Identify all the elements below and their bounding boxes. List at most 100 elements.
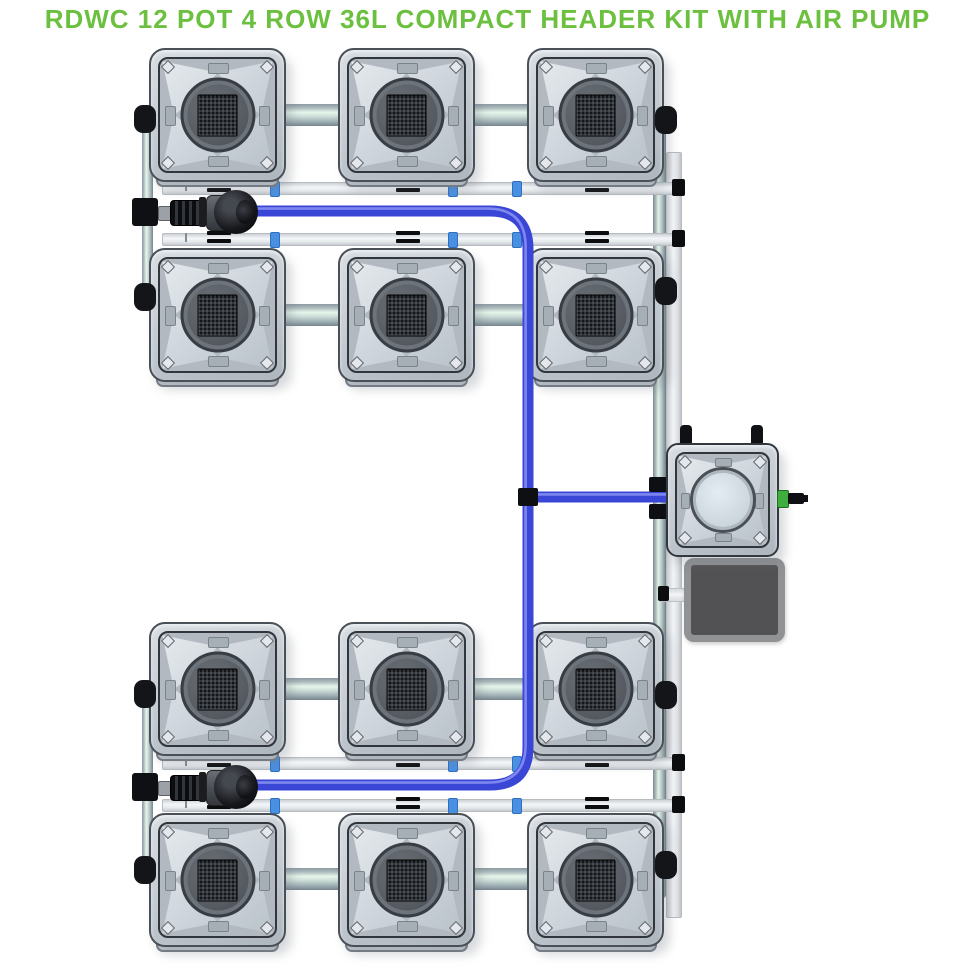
pot-lid bbox=[158, 57, 277, 173]
pot-port bbox=[655, 681, 677, 709]
tube-tee-connector bbox=[518, 488, 538, 506]
pipe-connector-blue bbox=[512, 181, 522, 197]
pot-interconnect-pipe bbox=[471, 678, 531, 700]
net-pot bbox=[558, 77, 633, 153]
net-pot-mesh bbox=[197, 293, 238, 337]
pump-threaded-fitting bbox=[170, 200, 202, 226]
pot-port bbox=[655, 851, 677, 879]
pot-lid bbox=[536, 257, 655, 373]
lid-tab bbox=[208, 155, 229, 167]
lid-tab bbox=[542, 306, 554, 326]
lid-tab bbox=[353, 680, 365, 700]
air-pump-pipe-clip bbox=[658, 586, 669, 601]
lid-tab bbox=[586, 155, 607, 167]
pipe-clip bbox=[585, 797, 609, 813]
net-pot-mesh bbox=[386, 667, 427, 711]
pot-lid bbox=[536, 57, 655, 173]
net-pot-mesh bbox=[386, 293, 427, 337]
pipe-clip bbox=[207, 231, 231, 247]
net-pot bbox=[180, 842, 255, 918]
lid-tab bbox=[448, 106, 460, 126]
pot-lid bbox=[347, 631, 466, 747]
water-pump bbox=[128, 765, 268, 813]
grow-pot bbox=[527, 48, 664, 187]
pump-inlet-connector bbox=[132, 198, 158, 226]
lid-tab bbox=[164, 306, 176, 326]
grow-pot bbox=[527, 248, 664, 387]
grow-pot bbox=[149, 813, 286, 952]
lid-tab bbox=[208, 263, 229, 275]
net-pot-mesh bbox=[575, 667, 616, 711]
pipe-elbow-connector bbox=[672, 179, 685, 196]
tank-air-port bbox=[751, 425, 763, 447]
pump-flange bbox=[199, 772, 206, 802]
lid-tab bbox=[353, 106, 365, 126]
tank-air-port bbox=[680, 425, 692, 447]
lid-tab bbox=[586, 637, 607, 649]
pot-interconnect-pipe-left bbox=[142, 799, 153, 860]
lid-tab bbox=[715, 532, 732, 543]
lid-tab bbox=[397, 355, 418, 367]
net-pot bbox=[369, 651, 444, 727]
lid-tab bbox=[397, 729, 418, 741]
lid-tab bbox=[353, 306, 365, 326]
pipe-elbow-connector bbox=[672, 796, 685, 813]
pump-head bbox=[214, 190, 258, 234]
pot-lid bbox=[158, 631, 277, 747]
grow-pot bbox=[149, 622, 286, 761]
net-pot-mesh bbox=[575, 293, 616, 337]
pipe-connector-blue bbox=[270, 232, 280, 248]
net-pot-mesh bbox=[197, 93, 238, 137]
grow-pot bbox=[149, 248, 286, 387]
pot-lid bbox=[536, 631, 655, 747]
pump-flange bbox=[199, 197, 206, 227]
drain-valve-handle bbox=[788, 493, 804, 504]
pot-lid bbox=[158, 257, 277, 373]
pump-inlet-connector bbox=[132, 773, 158, 801]
pipe-elbow-connector bbox=[672, 754, 685, 771]
lid-tab bbox=[397, 63, 418, 75]
pot-lid bbox=[347, 57, 466, 173]
lid-tab bbox=[208, 637, 229, 649]
header-tank bbox=[666, 443, 779, 557]
lid-tab bbox=[637, 871, 649, 891]
lid-tab bbox=[586, 63, 607, 75]
net-pot bbox=[180, 651, 255, 727]
net-pot bbox=[180, 77, 255, 153]
pot-interconnect-pipe-left bbox=[142, 224, 153, 288]
lid-tab bbox=[259, 871, 271, 891]
net-pot-mesh bbox=[197, 667, 238, 711]
net-pot bbox=[689, 466, 756, 534]
grow-pot bbox=[527, 622, 664, 761]
net-pot-mesh bbox=[197, 858, 238, 902]
product-title: RDWC 12 POT 4 ROW 36L COMPACT HEADER KIT… bbox=[44, 4, 931, 34]
lid-tab bbox=[208, 828, 229, 840]
lid-tab bbox=[448, 871, 460, 891]
lid-tab bbox=[164, 871, 176, 891]
air-pump bbox=[684, 558, 785, 642]
pot-interconnect-pipe bbox=[471, 304, 531, 326]
net-pot-mesh bbox=[386, 858, 427, 902]
pipe-joint-mark bbox=[185, 233, 187, 242]
pipe-elbow-connector bbox=[672, 230, 685, 247]
lid-tab bbox=[680, 492, 690, 510]
pot-interconnect-pipe-left bbox=[142, 705, 153, 775]
pot-lid bbox=[347, 822, 466, 938]
grow-pot bbox=[149, 48, 286, 187]
net-pot bbox=[369, 842, 444, 918]
pipe-clip bbox=[396, 797, 420, 813]
pot-lid bbox=[675, 452, 770, 548]
pot-port bbox=[655, 106, 677, 134]
net-pot bbox=[369, 77, 444, 153]
drain-valve-tip bbox=[803, 495, 808, 502]
pipe-connector-blue bbox=[512, 232, 522, 248]
lid-tab bbox=[586, 828, 607, 840]
pot-port bbox=[134, 283, 156, 311]
grow-pot bbox=[338, 248, 475, 387]
lid-tab bbox=[637, 680, 649, 700]
lid-tab bbox=[208, 355, 229, 367]
lid-tab bbox=[259, 680, 271, 700]
pipe-connector-blue bbox=[448, 798, 458, 814]
lid-tab bbox=[208, 920, 229, 932]
net-pot bbox=[558, 277, 633, 353]
